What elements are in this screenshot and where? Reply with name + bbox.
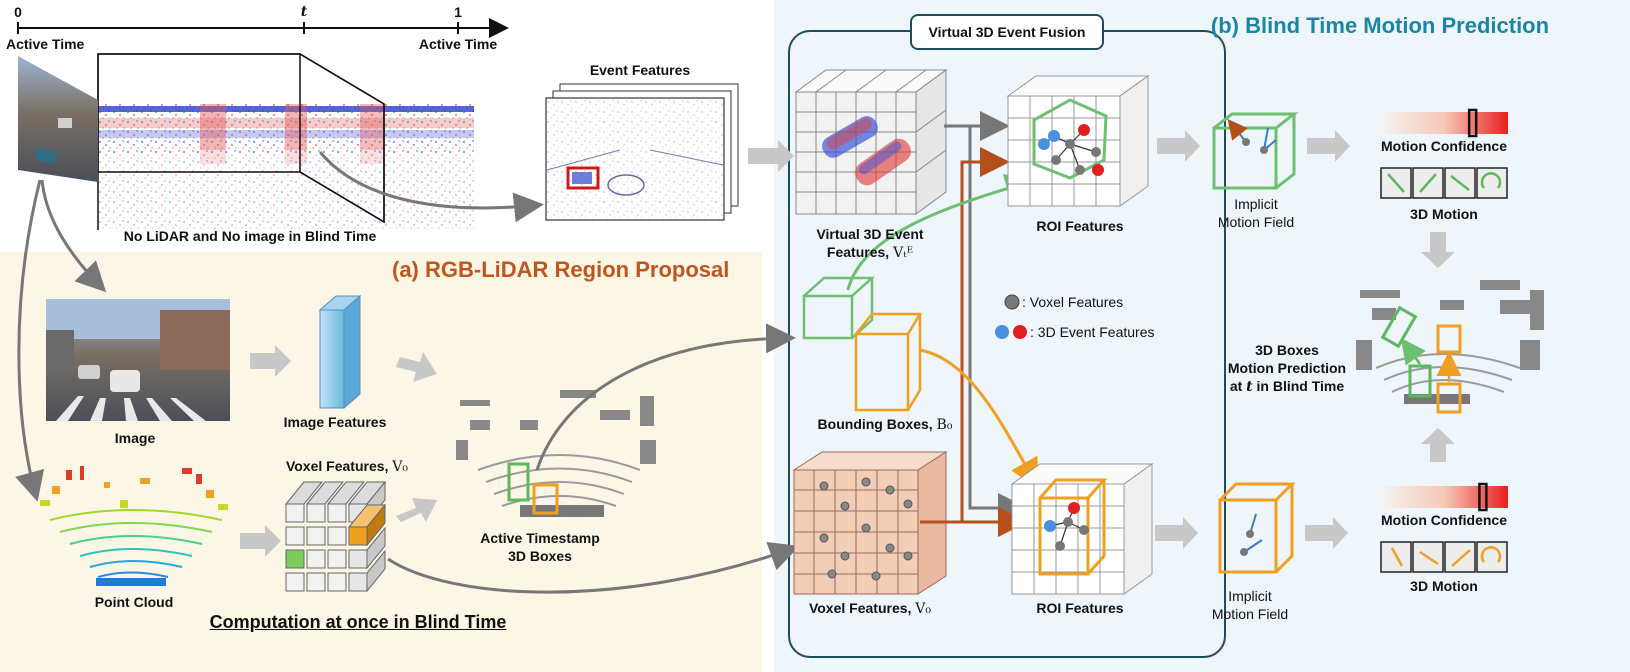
arrow-frame-to-image [40, 179, 107, 293]
motion-confidence-bar-top [1380, 108, 1508, 138]
bounding-box-orange [854, 312, 923, 412]
implicit-motion-field-bottom [1218, 482, 1296, 574]
timeline-t: t [300, 4, 308, 20]
roi-top-graph [1038, 124, 1104, 176]
legend-dots [995, 294, 1027, 339]
rgb-image [46, 299, 230, 421]
panel-a-title: (a) RGB-LiDAR Region Proposal [392, 257, 730, 282]
roi-bottom-graph [1044, 502, 1089, 551]
motion-icons-top [1380, 167, 1508, 199]
prediction-lidar [1356, 280, 1544, 414]
arrow-boxes-to-fusion [535, 323, 796, 471]
virtual-event-blobs [822, 116, 911, 186]
virtual-event-caption-line2: Features, Vₜᴱ [826, 244, 914, 261]
timeline-start: 0 [14, 4, 22, 20]
prediction-line3: at t in Blind Time [1229, 378, 1345, 395]
image-features-slab [318, 294, 362, 410]
virtual-event-feature-cube [794, 69, 948, 215]
roi-bottom-caption: ROI Features [1036, 600, 1124, 616]
event-stream-caption: No LiDAR and No image in Blind Time [123, 228, 377, 244]
bounding-boxes-caption: Bounding Boxes, B₀ [817, 416, 953, 433]
camera-frame-thumbnail [18, 56, 98, 182]
motion-vectors-bottom [1240, 513, 1263, 556]
active-boxes-caption-line2: 3D Boxes [508, 548, 572, 564]
bounding-box-green [802, 276, 876, 340]
arrow-event-to-features [318, 151, 544, 223]
prediction-line2: Motion Prediction [1227, 360, 1347, 376]
arrow-voxel-to-roi-top [920, 147, 1010, 524]
timeline-end-label: Active Time [418, 36, 498, 52]
voxel-points [819, 477, 913, 581]
motion-vectors-top [1227, 118, 1277, 154]
imf-bottom-line2: Motion Field [1211, 606, 1289, 622]
arrow-frame-to-pointcloud [15, 179, 45, 502]
motion-top-label: 3D Motion [1410, 206, 1478, 222]
roi-bottom-box [1038, 478, 1108, 576]
motion-icons-bottom [1380, 541, 1508, 573]
event-stream-volume [97, 53, 474, 230]
timeline-end: 1 [454, 4, 462, 20]
active-timestamp-lidar [456, 390, 656, 517]
panel-b-title: (b) Blind Time Motion Prediction [1210, 13, 1550, 38]
event-features-stack [545, 83, 739, 221]
image-features-caption: Image Features [283, 414, 387, 430]
prediction-line1: 3D Boxes [1255, 342, 1319, 358]
imf-bottom-line1: Implicit [1228, 588, 1272, 604]
confidence-bottom-label: Motion Confidence [1381, 512, 1507, 528]
virtual-event-caption-line1: Virtual 3D Event [816, 226, 924, 242]
roi-top-box [1032, 98, 1108, 180]
panel-a-footer: Computation at once in Blind Time [209, 612, 507, 632]
point-cloud [40, 466, 228, 586]
voxel-cube-caption: Voxel Features, V₀ [808, 600, 932, 617]
imf-top-line1: Implicit [1234, 196, 1278, 212]
voxel-features-caption: Voxel Features, V₀ [285, 458, 409, 475]
legend-event-label: : 3D Event Features [1030, 324, 1155, 340]
imf-top-line2: Motion Field [1217, 214, 1295, 230]
arrow-voxels-to-fusion [387, 541, 800, 594]
arrow-orange-box-to-roi [919, 348, 1039, 490]
legend-voxel-label: : Voxel Features [1022, 294, 1124, 310]
motion-bottom-label: 3D Motion [1410, 578, 1478, 594]
fusion-title: Virtual 3D Event Fusion [910, 14, 1104, 50]
implicit-motion-field-top [1212, 112, 1299, 190]
confidence-top-label: Motion Confidence [1381, 138, 1507, 154]
image-caption: Image [114, 430, 156, 446]
arrow-green-box-to-roi [846, 174, 1036, 291]
voxel-features-grid [284, 480, 387, 593]
point-cloud-caption: Point Cloud [94, 594, 174, 610]
motion-confidence-bar-bottom [1380, 482, 1508, 512]
event-features-title: Event Features [589, 62, 691, 78]
active-boxes-caption-line1: Active Timestamp [480, 530, 600, 546]
timeline-axis [17, 18, 509, 38]
roi-cube-top [1006, 75, 1150, 207]
timeline-start-label: Active Time [6, 36, 85, 52]
roi-top-caption: ROI Features [1036, 218, 1124, 234]
block-arrows [240, 130, 1455, 557]
